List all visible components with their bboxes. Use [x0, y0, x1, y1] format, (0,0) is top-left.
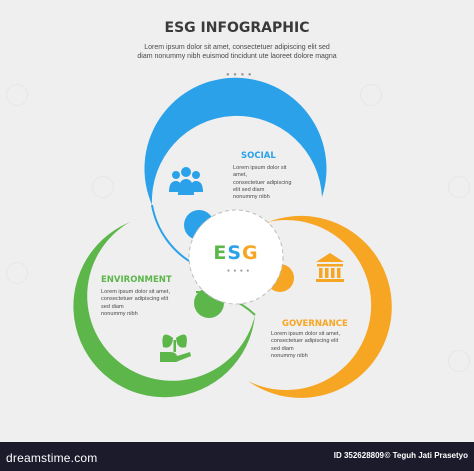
plant-in-hand-icon	[160, 334, 191, 362]
governance-label: GOVERNANCE	[282, 319, 348, 329]
page-title: ESG INFOGRAPHIC	[164, 20, 310, 36]
page-subtitle: Lorem ipsum dolor sit amet, consectetuer…	[137, 44, 337, 60]
environment-label: ENVIRONMENT	[101, 275, 172, 285]
watermark-mark	[360, 84, 382, 106]
decorative-dots: ● ● ● ●	[226, 72, 253, 78]
footer-author: © Teguh Jati Prasetyo	[384, 451, 468, 460]
watermark-mark	[448, 350, 470, 372]
governance-description: Lorem ipsum dolor sit amet, consectetuer…	[271, 331, 341, 359]
watermark-mark	[448, 176, 470, 198]
infographic-canvas: ESG INFOGRAPHIC Lorem ipsum dolor sit am…	[6, 20, 470, 398]
social-description: Lorem ipsum dolor sit amet, consectetuer…	[233, 165, 292, 201]
social-label: SOCIAL	[241, 151, 276, 161]
center-decorative-dots: ● ● ● ●	[227, 268, 251, 274]
center-esg-label: ESG	[213, 242, 259, 264]
bank-building-icon	[316, 253, 344, 282]
footer-brand: dreamstime.com	[6, 451, 98, 465]
social-ring	[144, 77, 327, 205]
stock-footer-bar: dreamstime.com ID 352628809 © Teguh Jati…	[0, 442, 474, 471]
watermark-mark	[92, 176, 114, 198]
people-group-icon	[169, 167, 203, 195]
venn-diagram	[73, 77, 392, 398]
center-circle	[188, 209, 284, 305]
watermark-mark	[6, 84, 28, 106]
watermark-mark	[6, 262, 28, 284]
footer-image-id: ID 352628809	[333, 451, 384, 460]
environment-description: Lorem ipsum dolor sit amet, consectetuer…	[101, 289, 171, 317]
